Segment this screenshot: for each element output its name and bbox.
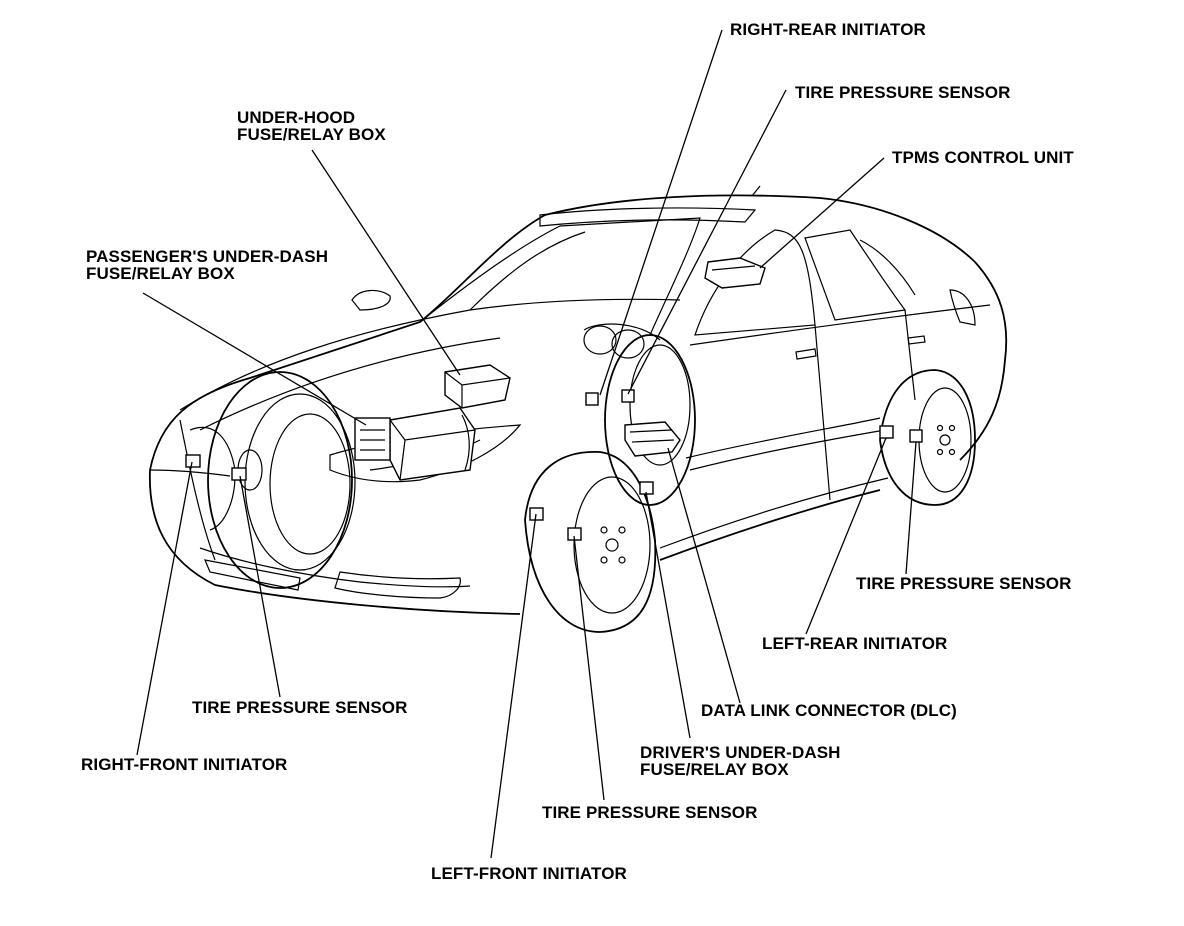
instrument-cluster [583,323,661,359]
label-right-front-initiator: RIGHT-FRONT INITIATOR [81,755,288,774]
label-tire-pressure-sensor-left-front: TIRE PRESSURE SENSOR [542,803,758,822]
label-left-rear-initiator: LEFT-REAR INITIATOR [762,634,948,653]
battery-and-passenger-fuse-box [354,407,476,481]
label-tire-pressure-sensor-right-rear: TIRE PRESSURE SENSOR [795,83,1011,102]
under-hood-fuse-box [444,364,511,409]
label-drivers-under-dash-fuse-relay-box: DRIVER'S UNDER-DASH FUSE/RELAY BOX [640,743,841,779]
right-rear-wheel [604,334,696,506]
sensors-and-initiators [185,389,923,541]
label-passengers-under-dash-fuse-relay-box: PASSENGER'S UNDER-DASH FUSE/RELAY BOX [86,247,329,283]
label-left-front-initiator: LEFT-FRONT INITIATOR [431,864,627,883]
right-front-wheel [207,371,356,589]
label-tire-pressure-sensor-right-front: TIRE PRESSURE SENSOR [192,698,408,717]
driver-fuse-box-and-dlc [624,421,681,457]
leader-lines [136,29,917,859]
left-rear-wheel [879,369,976,506]
left-front-wheel [524,451,657,633]
label-data-link-connector: DATA LINK CONNECTOR (DLC) [701,701,957,720]
label-tire-pressure-sensor-left-rear: TIRE PRESSURE SENSOR [856,574,1072,593]
label-tpms-control-unit: TPMS CONTROL UNIT [892,148,1074,167]
car-body [148,185,1008,615]
label-under-hood-fuse-relay-box: UNDER-HOOD FUSE/RELAY BOX [237,108,386,144]
label-right-rear-initiator: RIGHT-REAR INITIATOR [730,20,926,39]
tpms-control-unit-part [704,257,766,289]
